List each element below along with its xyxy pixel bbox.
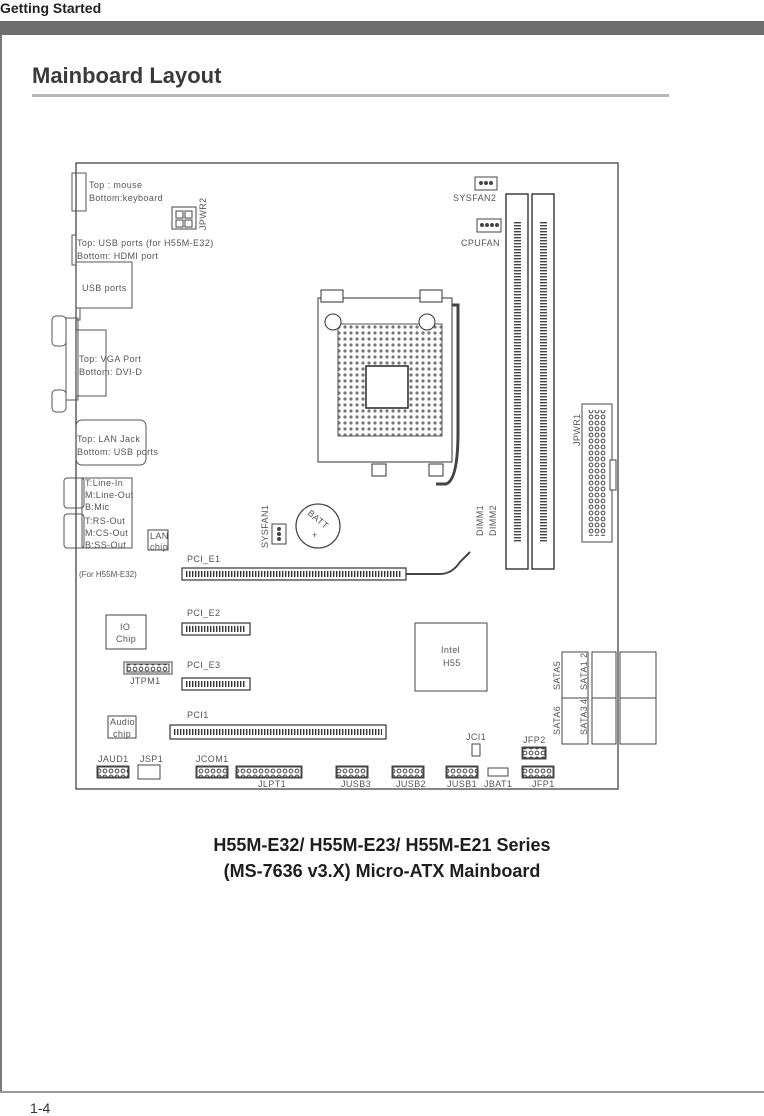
caption-line-2: (MS-7636 v3.X) Micro-ATX Mainboard [223,861,541,881]
pci-e2-slot [181,622,251,636]
jci1-label: JCI1 [466,732,486,742]
jsp1-label: JSP1 [140,754,163,764]
usb-hdmi-top-label: Top: USB ports (for H55M-E32) [77,238,214,248]
jcom1-label: JCOM1 [196,754,229,764]
io-chip [105,614,147,650]
header-bar [0,21,764,35]
lan-bottom-label: Bottom: USB ports [77,447,158,457]
jbat1-label: JBAT1 [484,779,512,789]
batt-plus-label: + [312,530,318,540]
jtpm1-label: JTPM1 [130,676,161,686]
cpu-socket [317,289,460,486]
lan-chip-label-1: LAN [150,531,169,541]
pci-e2-label: PCI_E2 [187,608,220,618]
fan-headers [271,176,502,545]
dvi-bottom-label: Bottom: DVI-D [79,367,142,377]
sata3-label: SATA3 [579,706,589,735]
sata2-label: 2 [579,653,589,658]
sysfan2-label: SYSFAN2 [453,193,496,203]
jpwr1-label: JPWR1 [572,413,582,446]
lan-chip [147,529,169,551]
line-in-label: T:Line-In [85,478,123,488]
cpufan-label: CPUFAN [461,238,500,248]
page-heading: Mainboard Layout [32,63,222,88]
dimm-slots [505,193,555,570]
jpwr2-label: JPWR2 [198,197,208,230]
jpwr2-connector [171,206,197,230]
jusb3-label: JUSB3 [341,779,371,789]
pci1-slot [169,724,387,740]
dimm1-label: DIMM1 [475,505,485,536]
pci-e3-slot [181,677,251,691]
lan-chip-label-2: chip [150,542,168,552]
sysfan1-label: SYSFAN1 [260,505,270,548]
caption-line-1: H55M-E32/ H55M-E23/ H55M-E21 Series [213,835,551,855]
jfp2-label: JFP2 [523,735,546,745]
sata1-label: SATA1 [579,661,589,690]
audio-chip-label-2: chip [113,729,131,739]
hdmi-bottom-label: Bottom: HDMI port [77,251,158,261]
bottom-rule [0,1091,764,1093]
pci1-label: PCI1 [187,710,209,720]
jusb2-label: JUSB2 [396,779,426,789]
page-number: 1-4 [30,1100,51,1116]
jaud1-label: JAUD1 [98,754,129,764]
board-outline [75,162,619,790]
jlpt1-label: JLPT1 [258,779,286,789]
dimm2-label: DIMM2 [488,505,498,536]
audio-chip [107,715,137,739]
intel-label: Intel [441,645,460,655]
usb-ports-label: USB ports [82,283,127,293]
sata5-label: SATA5 [552,661,562,690]
jusb1-label: JUSB1 [447,779,477,789]
line-out-label: M:Line-Out [85,490,134,500]
keyboard-label: Bottom:keyboard [89,193,163,203]
jfp1-label: JFP1 [532,779,555,789]
left-margin-rule [0,35,2,1091]
lan-top-label: Top: LAN Jack [77,434,140,444]
ss-out-label: B:SS-Out [85,540,126,550]
jpwr1-connector [581,403,617,543]
intel-h55-chipset [414,622,488,692]
sata4-label: 4 [579,699,589,704]
sata6-label: SATA6 [552,706,562,735]
h55m-e32-note: (For H55M-E32) [79,570,137,579]
sata-connectors [561,651,657,745]
pci-e1-slot [181,551,471,581]
battery [295,503,341,549]
h55-label: H55 [443,658,461,668]
section-title: Getting Started [0,0,102,16]
pci-e3-label: PCI_E3 [187,660,220,670]
io-ports [51,172,147,549]
pin-headers [96,661,555,780]
rs-out-label: T:RS-Out [85,516,125,526]
audio-chip-label-1: Audio [110,717,135,727]
heading-underline [32,94,669,97]
io-chip-label-1: IO [120,622,130,632]
cs-out-label: M:CS-Out [85,528,128,538]
vga-top-label: Top: VGA Port [79,354,141,364]
mic-label: B:Mic [85,502,110,512]
io-chip-label-2: Chip [116,634,136,644]
pci-e1-label: PCI_E1 [187,554,220,564]
mouse-label: Top : mouse [89,180,142,190]
